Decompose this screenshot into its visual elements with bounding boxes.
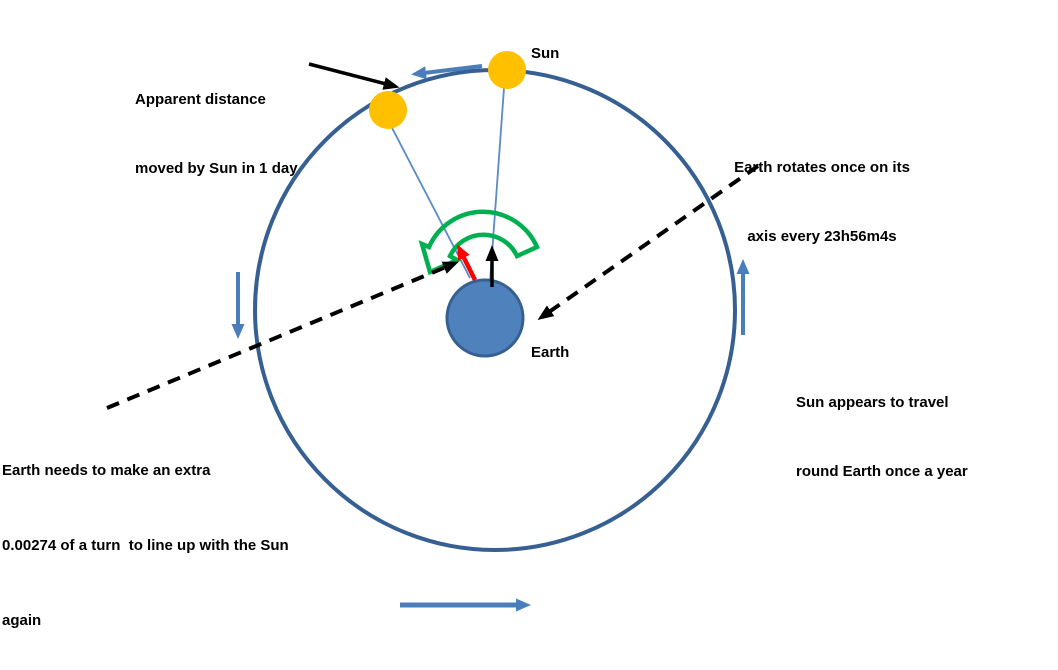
sun-ray-day1-line (389, 123, 471, 279)
extra-turn-pointer-dashed-arrow (106, 261, 459, 410)
sun-travel-line1: Sun appears to travel (796, 394, 949, 411)
sun-travel-label: Sun appears to travel round Earth once a… (796, 345, 968, 529)
apparent-distance-line1: Apparent distance (135, 91, 266, 108)
sun-daily-motion-arrow (411, 64, 483, 80)
earth-label: Earth (531, 344, 570, 361)
extra-turn-label: Earth needs to make an extra 0.00274 of … (2, 408, 289, 670)
extra-turn-line2: 0.00274 of a turn to line up with the Su… (2, 537, 289, 554)
sun-travel-line2: round Earth once a year (796, 463, 968, 480)
sun-position-tomorrow (369, 91, 407, 129)
extra-turn-line1: Earth needs to make an extra (2, 462, 211, 479)
earth-rotation-label: Earth rotates once on its axis every 23h… (722, 110, 922, 294)
extra-turn-line3: again (2, 612, 42, 629)
earth-circle (445, 278, 525, 358)
sun-position-today (488, 51, 526, 89)
sun-ray-day0-line (489, 87, 505, 283)
extra-turn-arrow (457, 244, 478, 282)
apparent-distance-line2: moved by Sun in 1 day (135, 160, 298, 177)
earth-rotation-arc-icon (418, 209, 540, 276)
earth-rotation-line1: Earth rotates once on its (734, 159, 910, 176)
sun-label: Sun (531, 45, 560, 62)
apparent-distance-pointer-arrow (308, 62, 400, 90)
earth-rotation-line2: axis every 23h56m4s (747, 228, 897, 245)
apparent-distance-label: Apparent distance moved by Sun in 1 day (135, 42, 298, 226)
